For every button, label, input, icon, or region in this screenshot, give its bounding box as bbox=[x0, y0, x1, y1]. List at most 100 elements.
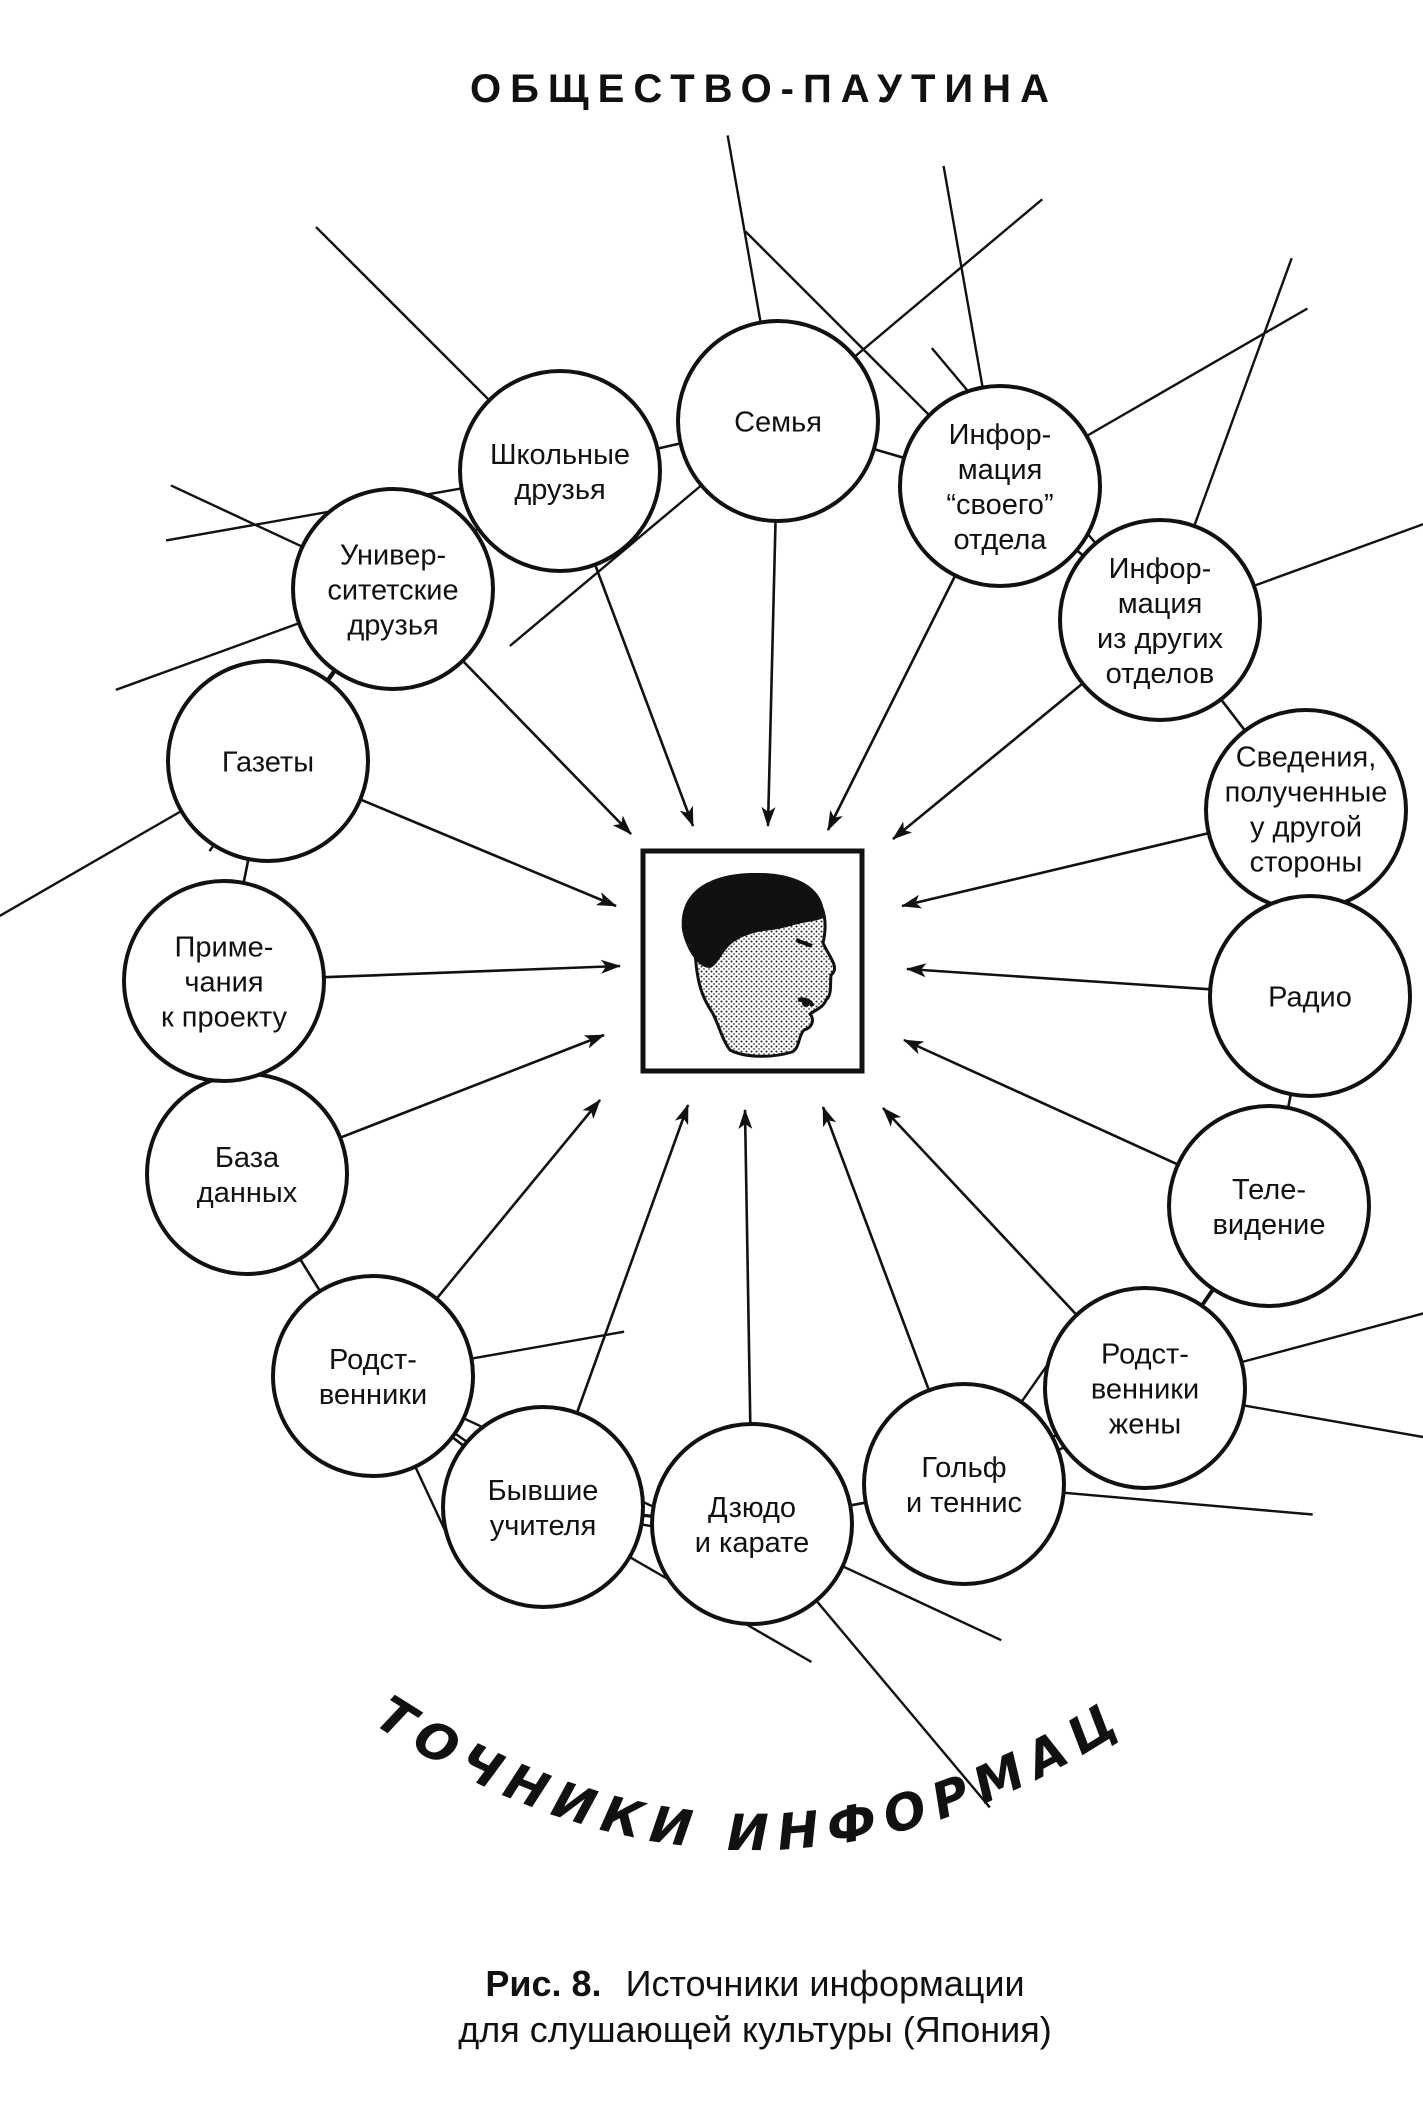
source-label-line: База bbox=[215, 1142, 280, 1174]
arrow-family bbox=[761, 520, 777, 827]
source-label-line: видение bbox=[1213, 1209, 1326, 1241]
ray-line bbox=[726, 135, 763, 325]
source-label-line: у другой bbox=[1250, 812, 1362, 844]
source-label-line: Приме- bbox=[175, 931, 274, 963]
ray-line bbox=[1084, 307, 1309, 439]
arrow-former-teachers bbox=[575, 1104, 690, 1414]
source-circle bbox=[862, 1382, 1066, 1586]
source-label-line: из других bbox=[1097, 623, 1224, 655]
ray-line bbox=[942, 165, 985, 390]
source-label-line: “своего” bbox=[946, 489, 1053, 521]
source-node-television: Теле-видение bbox=[1167, 1104, 1371, 1308]
ring-connector bbox=[850, 1501, 866, 1507]
source-label-line: Дзюдо bbox=[708, 1492, 796, 1524]
source-node-relatives: Родст-венники bbox=[271, 1274, 475, 1478]
source-node-own-department: Инфор-мация“своего”отдела bbox=[898, 384, 1102, 588]
ring-connector bbox=[451, 1436, 465, 1447]
center-person bbox=[640, 848, 865, 1074]
source-circle bbox=[1208, 894, 1412, 1098]
ring-connector bbox=[325, 669, 336, 681]
source-label-line: венники bbox=[1091, 1373, 1199, 1405]
ring-connector bbox=[1286, 1093, 1293, 1109]
ring-connector bbox=[1200, 1287, 1214, 1307]
source-label-line: стороны bbox=[1250, 847, 1363, 879]
eye-mark bbox=[795, 938, 813, 948]
source-label-line: ситетские bbox=[327, 574, 458, 606]
ring-connector bbox=[1219, 698, 1247, 732]
source-circle bbox=[145, 1072, 349, 1276]
source-circle bbox=[1043, 1286, 1247, 1490]
source-label-line: отдела bbox=[954, 524, 1048, 556]
arrow-project-notes bbox=[323, 959, 621, 979]
source-label-line: Радио bbox=[1268, 981, 1352, 1013]
source-circle bbox=[271, 1274, 475, 1478]
source-label-line: Родст- bbox=[1101, 1338, 1189, 1370]
source-circle bbox=[1204, 708, 1408, 912]
source-circle bbox=[458, 369, 662, 573]
source-label-line: жены bbox=[1109, 1408, 1181, 1440]
ray-line bbox=[1061, 1491, 1313, 1516]
source-label-line: друзья bbox=[347, 609, 438, 641]
ring-connector bbox=[298, 1258, 322, 1292]
ray-line bbox=[0, 808, 184, 918]
source-node-radio: Радио bbox=[1208, 894, 1412, 1098]
source-label-line: данных bbox=[197, 1177, 298, 1209]
source-circle bbox=[122, 879, 326, 1083]
source-label-line: друзья bbox=[514, 474, 605, 506]
ray-line bbox=[115, 621, 302, 692]
source-label-line: Универ- bbox=[340, 539, 446, 571]
arrow-relatives bbox=[435, 1099, 602, 1300]
arrow-school-friends bbox=[593, 564, 695, 827]
ring-connector bbox=[657, 442, 681, 450]
person-head-profile-icon bbox=[681, 872, 837, 1058]
ray-line bbox=[509, 483, 704, 647]
arrow-university-friends bbox=[461, 659, 632, 835]
source-label-line: мация bbox=[1118, 588, 1203, 620]
source-circle bbox=[676, 319, 880, 523]
ray-line bbox=[852, 198, 1044, 359]
hair-shape bbox=[681, 872, 825, 968]
source-label-line: Инфор- bbox=[1109, 553, 1212, 585]
source-label-line: Родст- bbox=[329, 1344, 417, 1376]
arrow-other-side bbox=[901, 831, 1210, 909]
source-label-line: отделов bbox=[1106, 658, 1215, 690]
source-label-line: Сведения, bbox=[1236, 742, 1377, 774]
source-label-line: и теннис bbox=[906, 1487, 1022, 1519]
figure-caption-line1: Рис. 8. Источники информации bbox=[485, 1963, 1024, 2004]
figure-caption-line2: для слушающей культуры (Япония) bbox=[458, 2009, 1051, 2050]
source-label-line: Школьные bbox=[490, 439, 630, 471]
arrow-wife-relatives bbox=[882, 1107, 1078, 1316]
ray-line bbox=[840, 1564, 1002, 1642]
ray-line bbox=[1251, 522, 1423, 588]
source-label-line: Инфор- bbox=[949, 419, 1052, 451]
source-node-newspapers: Газеты bbox=[166, 659, 370, 863]
ray-line bbox=[315, 226, 492, 403]
ray-line bbox=[1239, 1312, 1423, 1364]
ray-line bbox=[814, 1598, 991, 1809]
ring-connector bbox=[242, 858, 250, 884]
arrow-database bbox=[339, 1033, 605, 1139]
source-circle bbox=[1058, 518, 1262, 722]
source-circle bbox=[1167, 1104, 1371, 1308]
information-arrows bbox=[323, 520, 1211, 1425]
ring-connector bbox=[873, 447, 905, 460]
figure-caption-label: Рис. 8. bbox=[485, 1963, 601, 2004]
source-circle bbox=[898, 384, 1102, 588]
source-label-line: к проекту bbox=[161, 1001, 287, 1033]
source-label-line: Теле- bbox=[1232, 1174, 1306, 1206]
source-label-line: учителя bbox=[490, 1510, 597, 1542]
ray-line bbox=[469, 1330, 625, 1361]
arrow-golf-tennis bbox=[821, 1106, 931, 1391]
arrow-television bbox=[903, 1038, 1179, 1166]
source-label-line: полученные bbox=[1225, 777, 1388, 809]
source-circle bbox=[441, 1405, 645, 1609]
